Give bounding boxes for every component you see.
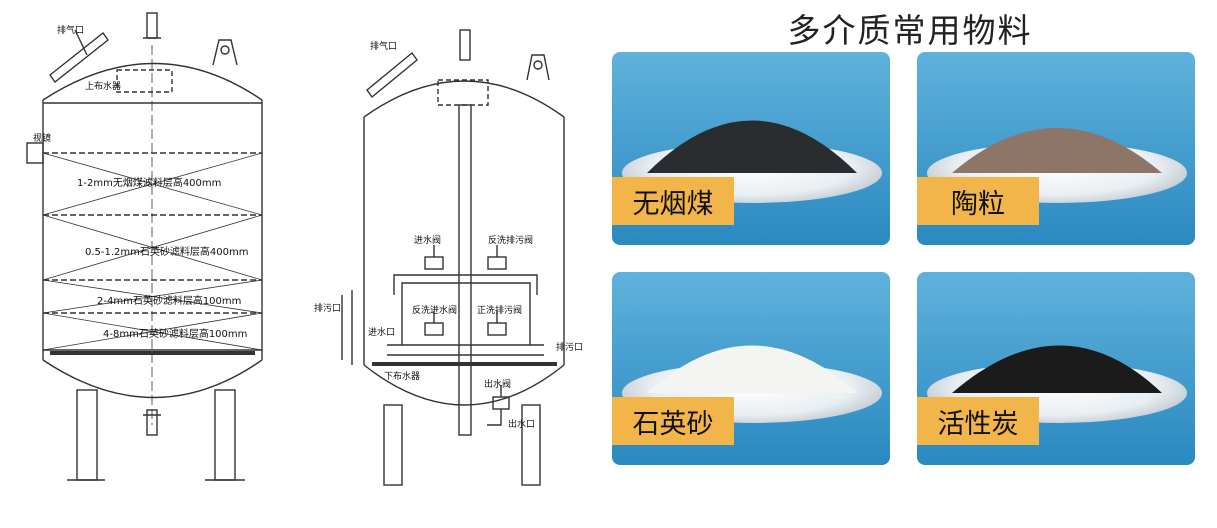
tank1-top-inlet-label: 排气口 — [57, 24, 84, 36]
quartz-pile — [647, 345, 857, 393]
valve-backwash-inlet-label: 反洗进水阀 — [412, 304, 457, 316]
media-card-quartz: 石英砂 — [612, 272, 890, 465]
anthracite-pile — [647, 120, 857, 173]
ceramsite-pile — [952, 128, 1162, 173]
tank2-drawing: 排气口 进水阀 反洗排污阀 反洗进水阀 正洗排污阀 进水口 排污口 排污口 下布… — [314, 29, 583, 486]
port-inlet-label: 进水口 — [368, 326, 395, 338]
valve-inlet-label: 进水阀 — [414, 234, 441, 246]
tank1-layer-3: 2-4mm石英砂滤料层高100mm — [97, 294, 241, 307]
filter-tank-diagram-1: 排气口 上布水器 视镜 1-2mm无烟煤滤料层高400mm 0.5-1.2mm石… — [5, 5, 282, 498]
tank1-distributor-label: 上布水器 — [85, 80, 121, 92]
media-card-ceramsite: 陶粒 — [917, 52, 1195, 245]
media-title: 多介质常用物料 — [787, 11, 1033, 50]
tank1-layer-4: 4-8mm石英砂滤料层高100mm — [103, 327, 247, 340]
media-label-ceramsite: 陶粒 — [917, 177, 1039, 225]
media-card-anthracite: 无烟煤 — [612, 52, 890, 245]
bottom-distributor-label: 下布水器 — [384, 370, 420, 382]
media-label-carbon: 活性炭 — [917, 397, 1039, 445]
tank1-drawing: 排气口 上布水器 视镜 1-2mm无烟煤滤料层高400mm 0.5-1.2mm石… — [26, 12, 263, 481]
tank2-top-inlet-label: 排气口 — [370, 40, 397, 52]
carbon-pile — [952, 345, 1162, 393]
tank1-layer-1: 1-2mm无烟煤滤料层高400mm — [77, 176, 221, 189]
valve-outlet-label: 出水阀 — [484, 378, 511, 390]
port-drain-label: 排污口 — [556, 341, 583, 353]
media-card-carbon: 活性炭 — [917, 272, 1195, 465]
port-left-label: 排污口 — [314, 302, 341, 314]
media-label-quartz: 石英砂 — [612, 397, 734, 445]
tank1-layer-2: 0.5-1.2mm石英砂滤料层高400mm — [85, 245, 248, 258]
valve-backwash-drain-label: 反洗排污阀 — [488, 234, 533, 246]
media-label-anthracite: 无烟煤 — [612, 177, 734, 225]
filter-tank-diagram-2: 排气口 进水阀 反洗排污阀 反洗进水阀 正洗排污阀 进水口 排污口 排污口 下布… — [312, 5, 602, 515]
port-outlet-label: 出水口 — [508, 418, 535, 430]
tank1-side-port-label: 视镜 — [33, 132, 51, 144]
valve-forward-drain-label: 正洗排污阀 — [477, 304, 522, 316]
